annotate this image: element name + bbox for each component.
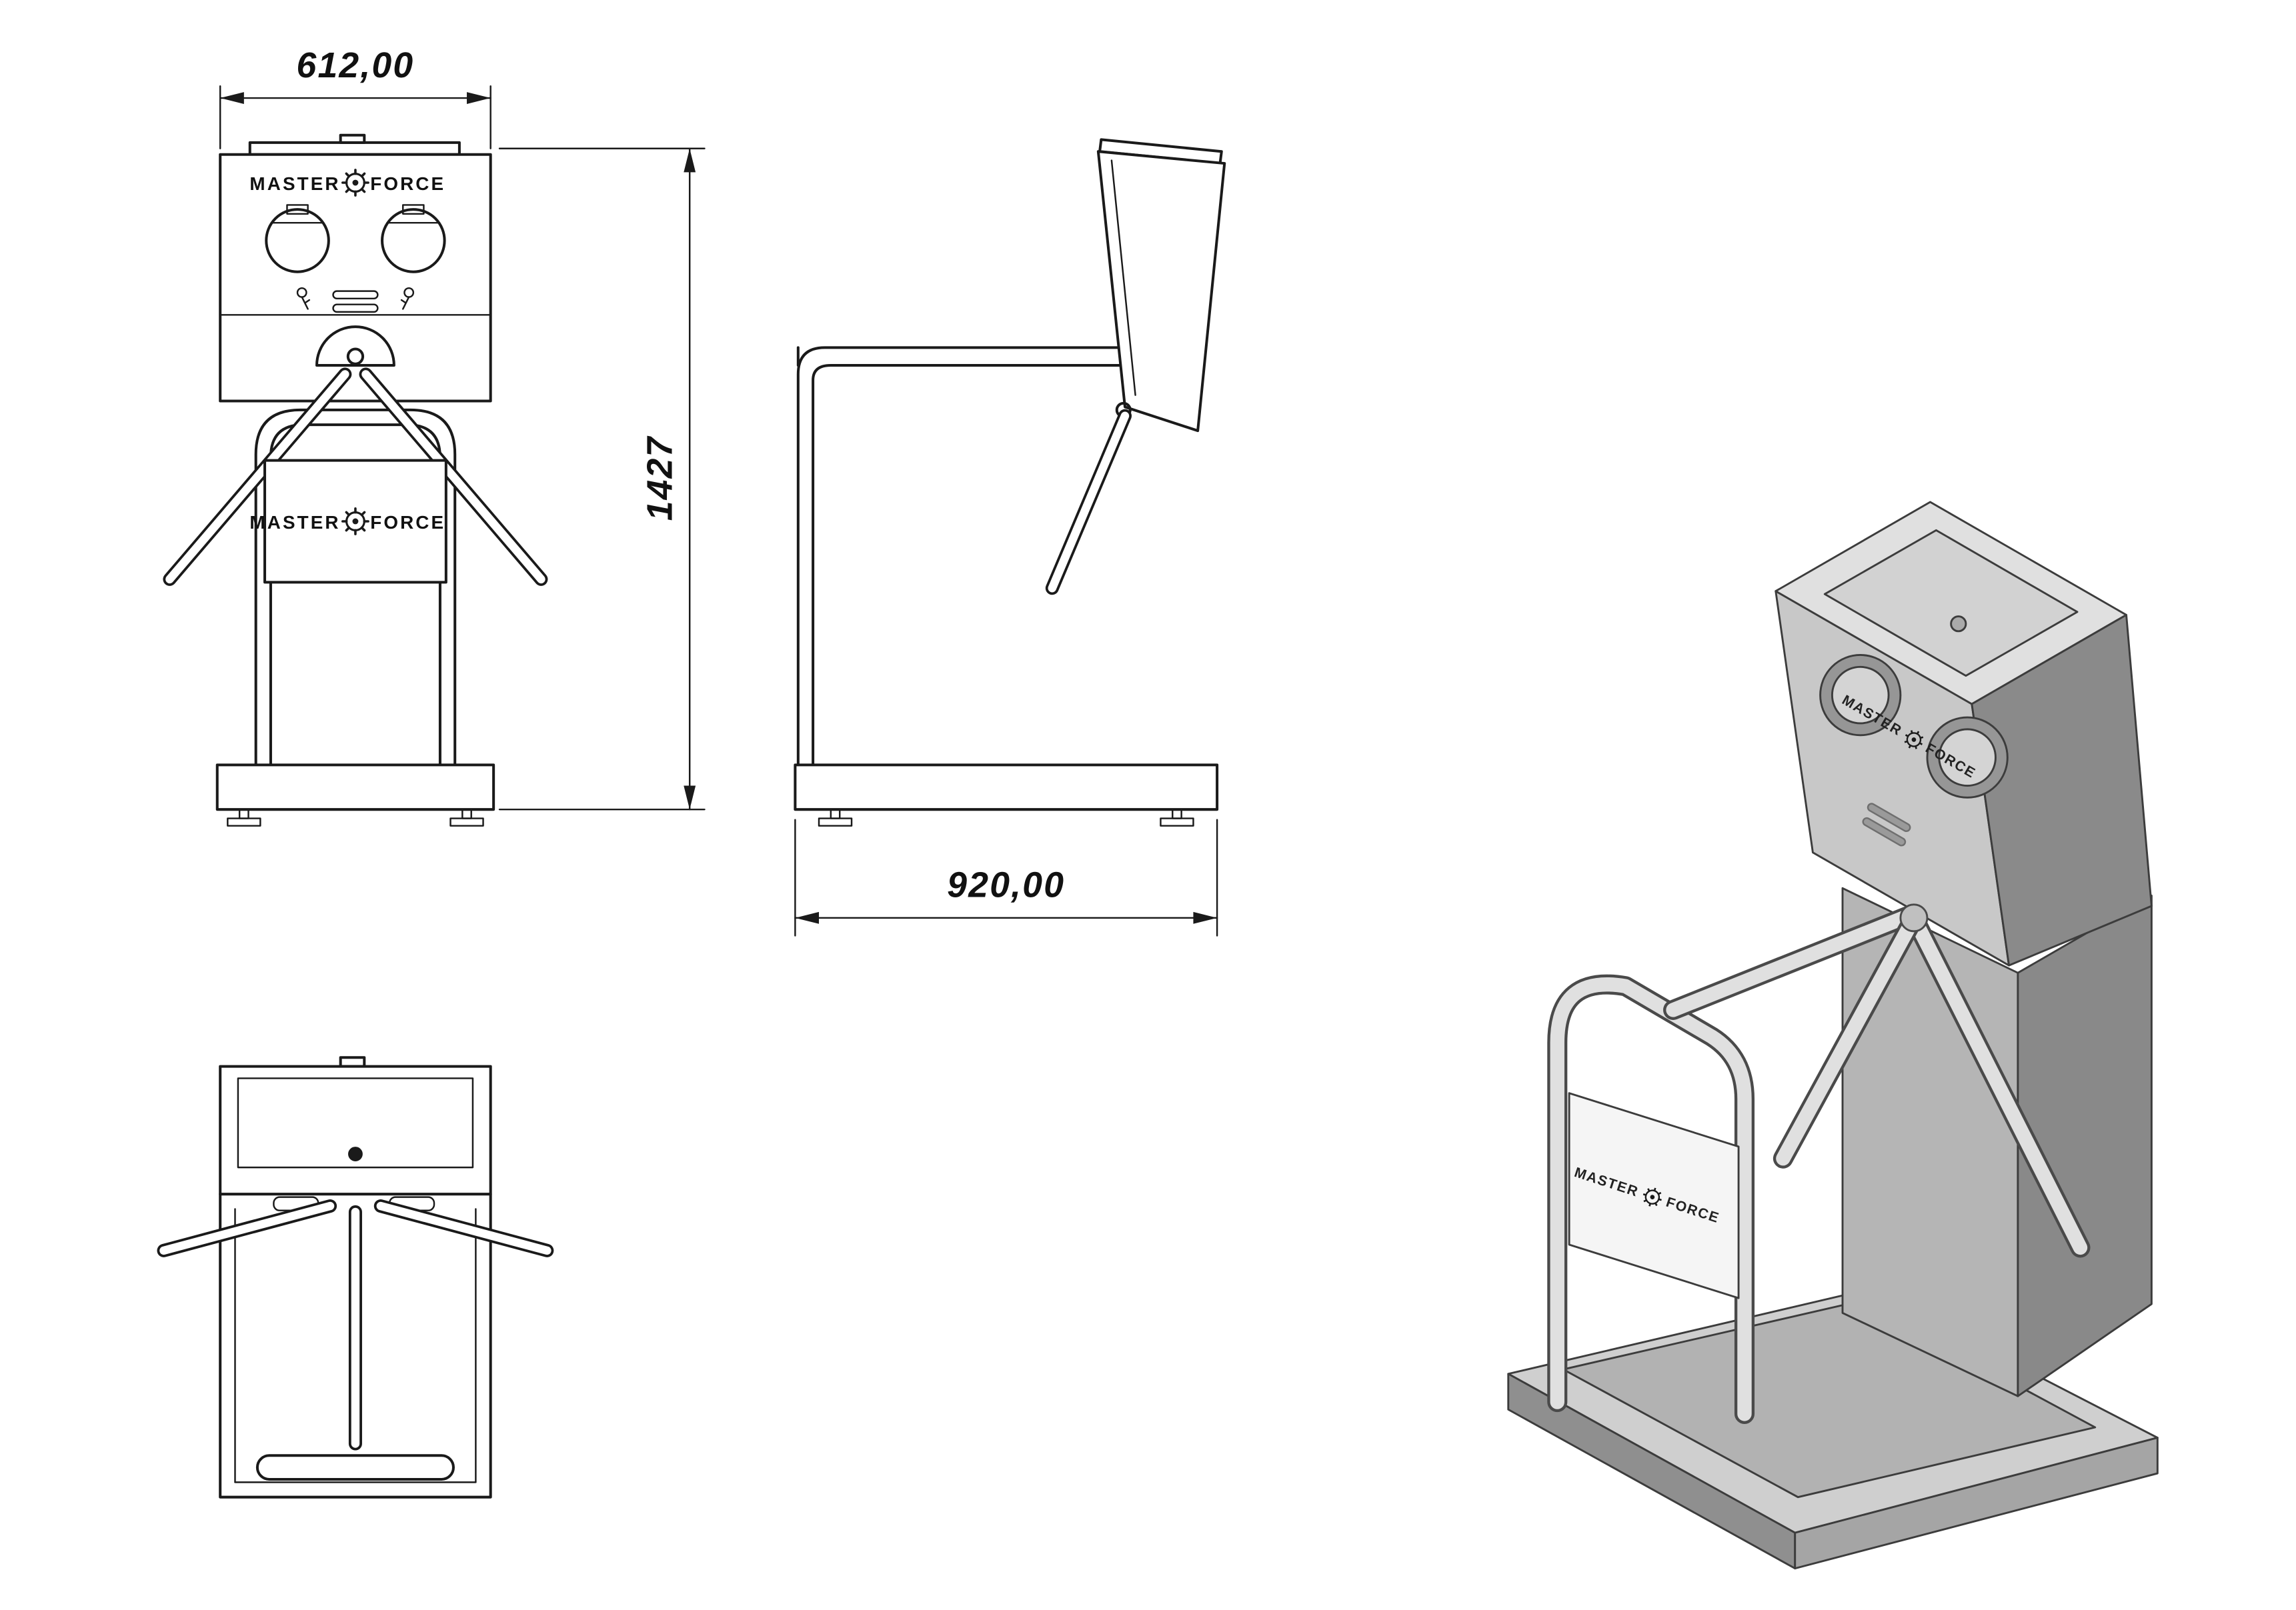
hub-center bbox=[346, 347, 365, 365]
brand-force-text: FORCE bbox=[370, 173, 445, 194]
head-unit-front: MASTER FORCE bbox=[219, 133, 492, 403]
base-plate bbox=[215, 763, 495, 811]
head-lid bbox=[1823, 529, 2079, 677]
turnstile-arm-core bbox=[1048, 411, 1130, 593]
brand-force-text: FORCE bbox=[370, 512, 445, 533]
cup-circle bbox=[265, 208, 330, 273]
slot bbox=[332, 290, 379, 300]
front-width-dimension: 612,00 bbox=[219, 46, 491, 150]
turnstile-arm-left-core bbox=[165, 370, 349, 584]
platform-right-edge bbox=[1794, 1437, 2159, 1570]
head-side-face bbox=[1971, 613, 2153, 967]
brand-panel-front: MASTER FORCE bbox=[249, 459, 447, 584]
base-platform bbox=[1507, 1288, 2159, 1570]
key-icon-right bbox=[400, 287, 415, 310]
gear-icon bbox=[343, 509, 368, 534]
brand-logo-panel: MASTER FORCE bbox=[249, 509, 445, 534]
tripod-arm-side bbox=[1045, 409, 1132, 595]
lock-icon bbox=[1950, 615, 1967, 633]
turnstile-arm-left-core bbox=[1666, 907, 1919, 1017]
turnstile-arm-right-core bbox=[361, 370, 545, 584]
arrowhead bbox=[684, 785, 696, 810]
front-width-label: 612,00 bbox=[297, 46, 415, 85]
rail-outer-line bbox=[254, 408, 457, 769]
overall-height-label: 1427 bbox=[640, 435, 680, 521]
leveling-foot-right bbox=[449, 808, 484, 827]
arrowhead bbox=[467, 92, 491, 104]
turnstile-arm-front-core bbox=[1776, 917, 1919, 1166]
turnstile-arm-right-core bbox=[376, 1201, 551, 1255]
front-view: 612,00 1427 MASTER FORCE bbox=[163, 46, 706, 827]
head-top-cap bbox=[248, 141, 461, 156]
head-unit-side bbox=[1096, 138, 1226, 433]
rail-outer-line bbox=[796, 346, 1119, 767]
leveling-foot-back bbox=[1160, 808, 1194, 827]
gear-icon bbox=[343, 170, 368, 195]
head-face-line bbox=[1110, 159, 1136, 396]
arrowhead bbox=[684, 148, 696, 173]
head-unit-iso: MASTER FORCE bbox=[1775, 501, 2153, 967]
arrowhead bbox=[220, 92, 244, 104]
slot bbox=[1862, 817, 1907, 847]
cup-hole bbox=[1938, 728, 1997, 787]
tripod-arms-front bbox=[163, 367, 548, 586]
head-body-profile bbox=[1096, 150, 1226, 433]
guide-rail-front bbox=[254, 408, 457, 769]
side-depth-label: 920,00 bbox=[947, 866, 1065, 905]
turnstile-hub-front bbox=[315, 325, 395, 367]
tripod-arms-top bbox=[157, 1199, 554, 1451]
brand-master-text: MASTER bbox=[249, 173, 340, 194]
turnstile-arm-right-core bbox=[1909, 917, 2088, 1255]
key-icon-left bbox=[296, 287, 311, 310]
cup-recess-right bbox=[381, 204, 446, 273]
guide-rail-iso bbox=[1547, 974, 1755, 1424]
leveling-foot-front bbox=[818, 808, 853, 827]
ticket-slots bbox=[332, 290, 379, 313]
rail-inner-line bbox=[269, 423, 441, 769]
leveling-foot-left bbox=[227, 808, 261, 827]
hub-dome bbox=[315, 325, 395, 367]
rail-inner-line bbox=[812, 364, 1121, 767]
base-front bbox=[215, 763, 495, 827]
height-dimension: 1427 bbox=[498, 147, 706, 811]
head-unit-top bbox=[219, 1056, 492, 1196]
rail-tube bbox=[1550, 977, 1752, 1421]
turnstile-arm-left-core bbox=[159, 1201, 335, 1255]
base-side bbox=[794, 763, 1219, 827]
cup-clip bbox=[286, 204, 309, 215]
head-top-notch bbox=[339, 133, 366, 144]
isometric-view: MASTER FORCE bbox=[1507, 501, 2159, 1570]
ticket-slots bbox=[1862, 803, 1911, 847]
brand-logo-head: MASTER FORCE bbox=[249, 170, 445, 195]
cup-circle bbox=[381, 208, 446, 273]
floor-mat bbox=[1562, 1300, 2097, 1499]
brand-panel-iso: MASTER FORCE bbox=[1568, 1092, 1740, 1299]
cup-hole bbox=[1831, 665, 1890, 725]
cup-recess-left bbox=[1819, 654, 1902, 737]
base-plate bbox=[794, 763, 1219, 811]
arrowhead bbox=[1193, 911, 1218, 924]
tripod-arms-iso bbox=[1663, 903, 1929, 1169]
top-view bbox=[157, 1056, 554, 1499]
side-view: 920,00 bbox=[794, 138, 1226, 937]
cup-recess-left bbox=[265, 204, 330, 273]
cup-clip bbox=[402, 204, 425, 215]
cup-recess-right bbox=[1926, 716, 2009, 799]
arrowhead bbox=[795, 911, 820, 924]
depth-dimension: 920,00 bbox=[794, 819, 1218, 937]
lock-icon bbox=[348, 1147, 363, 1161]
turnstile-hub bbox=[1899, 903, 1929, 933]
base-slot bbox=[255, 1454, 455, 1481]
slot bbox=[332, 303, 379, 313]
slot bbox=[1867, 803, 1911, 832]
brand-master-text: MASTER bbox=[249, 512, 340, 533]
guide-rail-side bbox=[796, 346, 1121, 767]
